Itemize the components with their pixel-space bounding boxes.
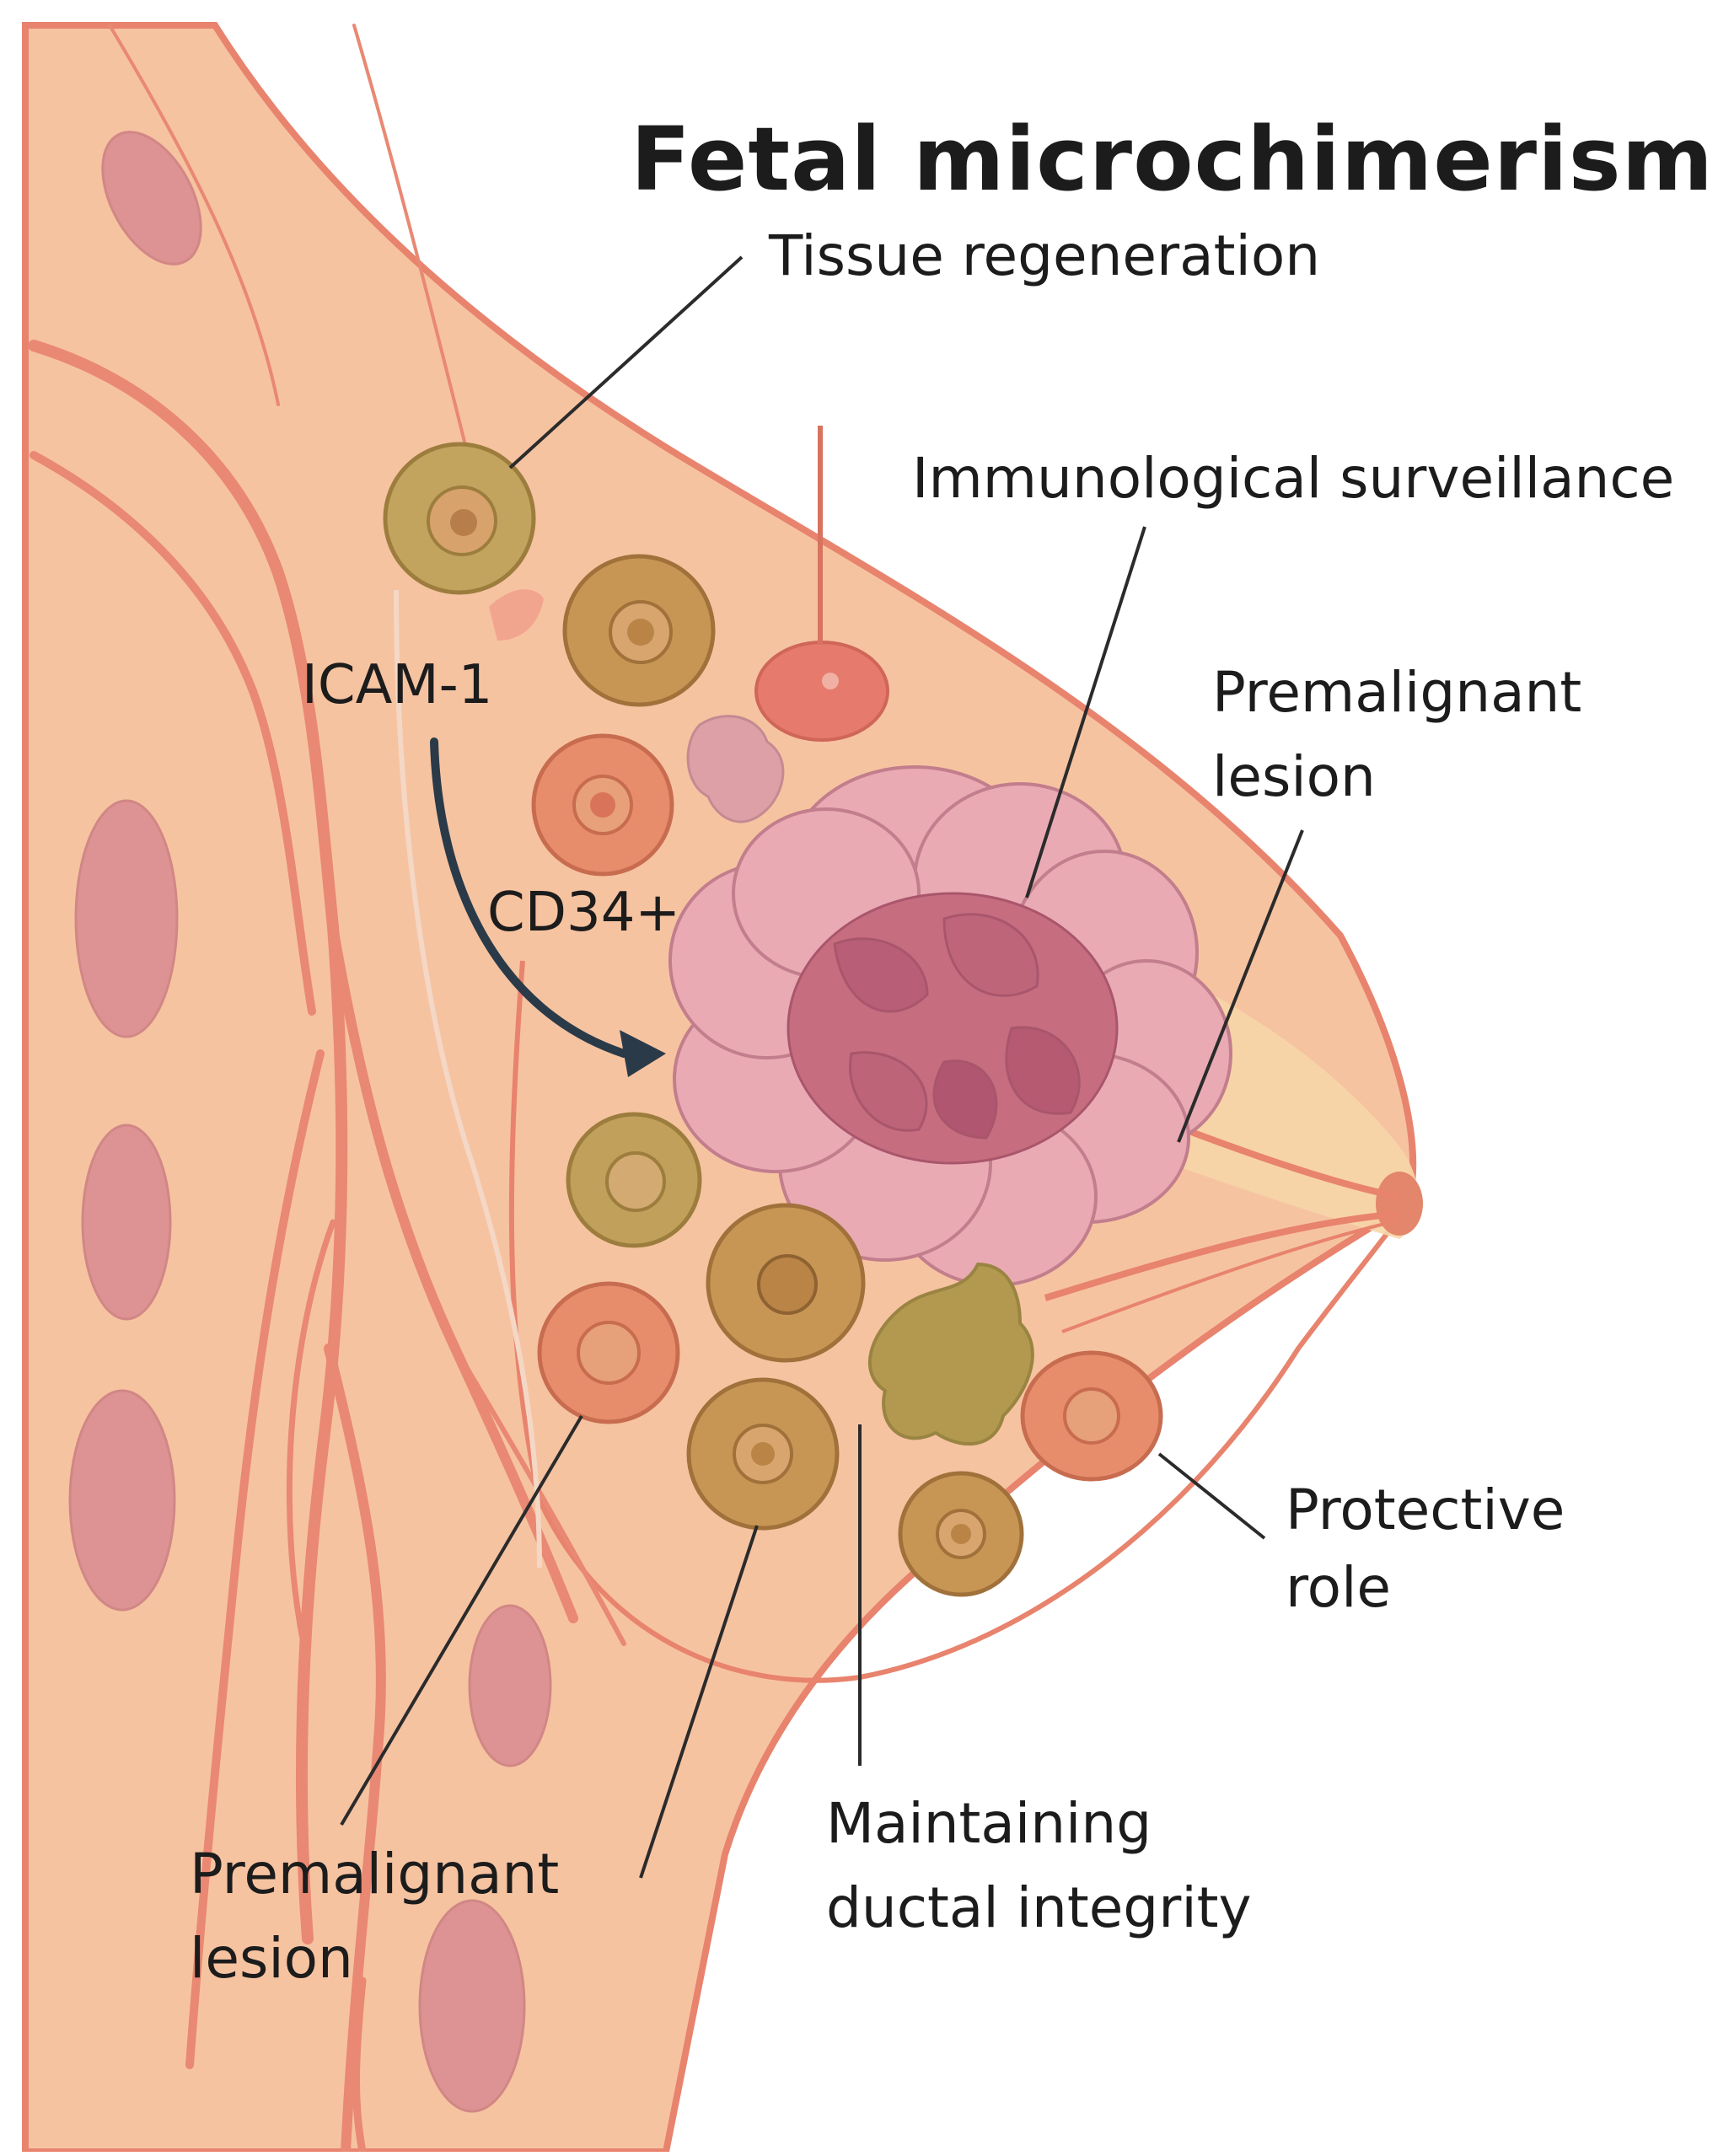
label-premalignant-right-2: lesion <box>1212 744 1376 809</box>
leader-lines <box>340 255 1304 1879</box>
label-tissue-regeneration: Tissue regeneration <box>769 223 1321 288</box>
vessels <box>28 24 626 2156</box>
duct-lower-2 <box>1061 1219 1400 1333</box>
label-premalignant-right-1: Premalignant <box>1212 660 1582 725</box>
olive-fragment <box>868 1262 1034 1445</box>
label-maintaining-1: Maintaining <box>826 1791 1152 1856</box>
salmon-fragment <box>489 589 544 641</box>
label-premalignant-left-2: lesion <box>190 1926 353 1991</box>
label-immunological-surveillance: Immunological surveillance <box>912 446 1675 511</box>
red-cell <box>754 641 889 742</box>
label-cd34: CD34+ <box>487 882 681 944</box>
fat-lobules <box>68 131 552 2113</box>
lesion-core <box>787 892 1119 1165</box>
inner-vessel <box>394 589 542 1569</box>
pink-fragment <box>686 715 785 823</box>
nipple <box>1376 1172 1423 1236</box>
label-premalignant-left-1: Premalignant <box>190 1842 560 1907</box>
label-maintaining-2: ductal integrity <box>826 1875 1252 1940</box>
label-protective-1: Protective <box>1286 1478 1565 1542</box>
label-protective-2: role <box>1286 1555 1392 1620</box>
duct-lower <box>1044 1210 1400 1301</box>
diagram-title: Fetal microchimerism <box>631 108 1714 211</box>
migration-arrowhead <box>620 1030 666 1077</box>
migration-arrow[interactable] <box>430 737 628 1058</box>
fetal-cells <box>383 442 1163 1597</box>
breast-inner-outline <box>508 960 1410 1683</box>
label-icam-1: ICAM-1 <box>302 654 493 716</box>
